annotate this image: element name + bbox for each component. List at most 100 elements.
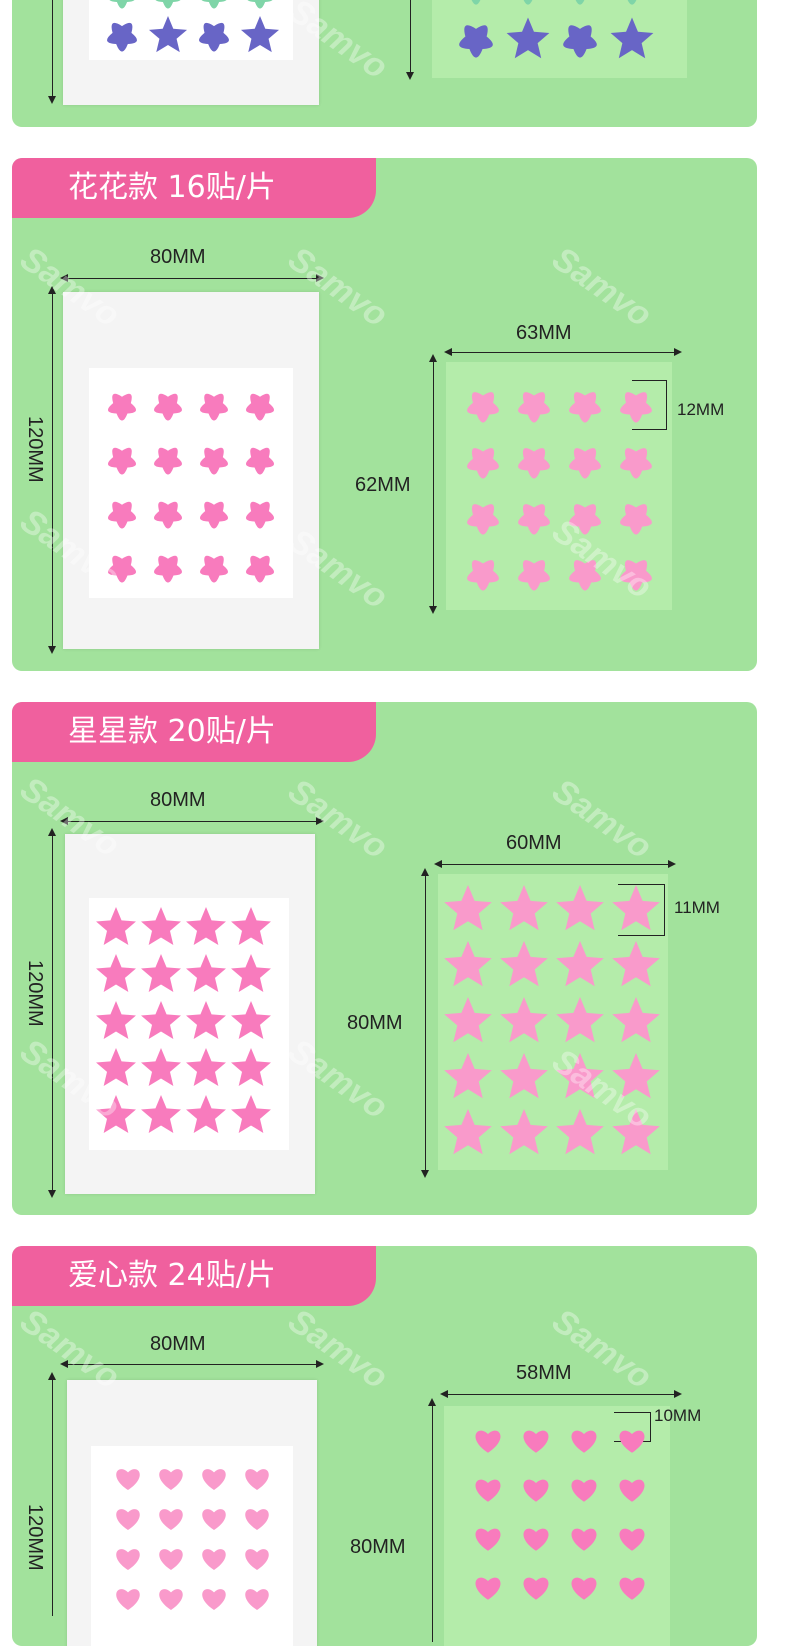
star-patch xyxy=(500,885,548,931)
star-patch xyxy=(500,1053,548,1099)
heart-patch xyxy=(475,1528,501,1551)
sheet-width-label: 58MM xyxy=(516,1362,572,1384)
flower-patches xyxy=(107,392,652,591)
patch xyxy=(148,16,188,53)
sheet-height-label: 80MM xyxy=(350,1536,406,1558)
flower-patch xyxy=(569,560,601,591)
heart-patch xyxy=(116,1549,140,1570)
heart-patch xyxy=(159,1469,183,1490)
flower-patch xyxy=(523,0,533,5)
star-patch xyxy=(141,1095,181,1133)
heart-patch xyxy=(202,1549,226,1570)
star-patch xyxy=(231,954,271,992)
star-patch xyxy=(231,1048,271,1086)
flower-patch xyxy=(245,555,275,583)
star-patch xyxy=(231,1095,271,1133)
heart-patch xyxy=(475,1479,501,1502)
heart-patch xyxy=(523,1479,549,1502)
flower-patch xyxy=(199,555,229,583)
flower-patch xyxy=(245,393,275,421)
star-patch xyxy=(141,1048,181,1086)
heart-patch xyxy=(116,1469,140,1490)
flower-patch xyxy=(199,447,229,475)
flower-patch xyxy=(107,555,137,583)
star-patch xyxy=(186,1095,226,1133)
heart-patch xyxy=(159,1509,183,1530)
flower-patch xyxy=(627,0,637,5)
star-patch xyxy=(612,997,660,1043)
patch-size-bracket xyxy=(618,884,665,936)
heart-patch xyxy=(571,1430,597,1453)
section-title-tab: 星星款 20贴/片 xyxy=(12,702,376,762)
heart-patch xyxy=(523,1528,549,1551)
heart-patch xyxy=(571,1577,597,1600)
heart-patch xyxy=(619,1430,645,1453)
sheet-height-label: 62MM xyxy=(355,474,411,496)
patch xyxy=(107,22,137,52)
heart-patch xyxy=(523,1577,549,1600)
flower-patch xyxy=(620,392,652,423)
package-image xyxy=(67,1380,317,1646)
patch-size-label: 10MM xyxy=(654,1406,702,1425)
patch-size-bracket xyxy=(632,380,667,430)
star-patch xyxy=(444,1109,492,1155)
flower-patch xyxy=(518,560,550,591)
star-patch xyxy=(500,941,548,987)
flower-patch xyxy=(107,501,137,529)
patch xyxy=(563,25,597,58)
patch xyxy=(459,25,493,58)
patch-size-label: 12MM xyxy=(677,400,725,419)
star-patch xyxy=(231,907,271,945)
heart-patch xyxy=(523,1430,549,1453)
heart-patch xyxy=(475,1577,501,1600)
patch xyxy=(240,16,280,53)
star-patch xyxy=(612,1053,660,1099)
star-patch xyxy=(186,954,226,992)
top-partial-panel xyxy=(12,0,757,127)
star-patch xyxy=(96,907,136,945)
flower-patch xyxy=(153,393,183,421)
package-width-label: 80MM xyxy=(150,246,206,268)
star-patch xyxy=(612,941,660,987)
star-patch xyxy=(500,1109,548,1155)
flower-patch xyxy=(153,501,183,529)
star-patch xyxy=(444,997,492,1043)
heart-patch xyxy=(571,1479,597,1502)
heart-patch xyxy=(202,1509,226,1530)
flower-patch xyxy=(569,448,601,479)
star-patch xyxy=(141,907,181,945)
star-patches xyxy=(96,885,660,1155)
flower-patch xyxy=(199,501,229,529)
flower-patch xyxy=(201,0,227,9)
flower-patch xyxy=(247,0,273,9)
flower-patch xyxy=(153,555,183,583)
flower-patch xyxy=(109,0,135,9)
package-width-label: 80MM xyxy=(150,1333,206,1355)
heart-patch xyxy=(619,1479,645,1502)
flower-patch xyxy=(569,392,601,423)
patch xyxy=(506,17,550,59)
sheet-height-label: 80MM xyxy=(347,1012,403,1034)
star-patch xyxy=(612,885,660,931)
flower-patch xyxy=(569,504,601,535)
star-patch xyxy=(556,1053,604,1099)
heart-patch xyxy=(245,1469,269,1490)
heart-patch xyxy=(245,1549,269,1570)
heart-patch xyxy=(202,1589,226,1610)
star-patch xyxy=(556,941,604,987)
flower-patch xyxy=(153,447,183,475)
heart-patch xyxy=(202,1469,226,1490)
heart-patch xyxy=(116,1589,140,1610)
package-width-label: 80MM xyxy=(150,789,206,811)
top-patches xyxy=(107,0,654,59)
flower-patch xyxy=(518,392,550,423)
star-patch xyxy=(96,954,136,992)
flower-patch xyxy=(620,504,652,535)
section-title-tab: 花花款 16贴/片 xyxy=(12,158,376,218)
flower-patch xyxy=(518,448,550,479)
flower-patch xyxy=(620,560,652,591)
heart-patch xyxy=(159,1589,183,1610)
patch-size-label: 11MM xyxy=(674,898,720,917)
flower-patch xyxy=(575,0,585,5)
star-patch xyxy=(556,885,604,931)
